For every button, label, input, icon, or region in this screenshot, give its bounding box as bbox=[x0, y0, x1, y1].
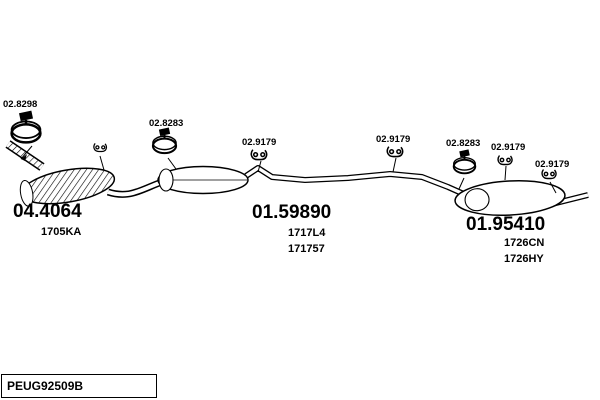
hanger-icon bbox=[93, 142, 108, 153]
hanger-icon bbox=[541, 168, 557, 180]
drawing-code-box: PEUG92509B bbox=[1, 374, 157, 398]
assembly-variant: 1705KA bbox=[41, 226, 82, 238]
clamp-icon bbox=[151, 126, 178, 155]
main-pipe bbox=[244, 165, 468, 198]
assembly-variant: 1717L4 bbox=[288, 227, 326, 239]
assembly-variant: 171757 bbox=[288, 243, 325, 255]
part-number-label: 02.9179 bbox=[535, 159, 570, 170]
hanger-icon bbox=[250, 148, 268, 161]
leader-arrowhead bbox=[21, 154, 27, 161]
drawing-code: PEUG92509B bbox=[7, 379, 84, 393]
flex-pipe bbox=[5, 140, 45, 171]
part-number-label: 02.9179 bbox=[491, 142, 526, 153]
assembly-number: 01.59890 bbox=[252, 202, 332, 223]
assembly-number: 01.95410 bbox=[466, 214, 546, 235]
middle-muffler bbox=[157, 165, 249, 195]
clamp-icon bbox=[10, 109, 42, 144]
leader-lines bbox=[20, 145, 557, 194]
part-number-label: 02.8283 bbox=[446, 138, 481, 149]
rear-muffler bbox=[454, 180, 566, 216]
part-number-label: 02.8283 bbox=[149, 118, 184, 129]
catalytic-converter bbox=[19, 167, 116, 207]
part-number-label: 02.9179 bbox=[376, 134, 411, 145]
clamp-icon bbox=[452, 148, 477, 175]
intermediate-pipe bbox=[106, 178, 164, 198]
part-number-label: 02.9179 bbox=[242, 137, 277, 148]
assembly-variant: 1726HY bbox=[504, 253, 544, 265]
assembly-variant: 1726CN bbox=[504, 237, 545, 249]
part-number-label: 02.8298 bbox=[3, 99, 38, 110]
assembly-number: 04.4064 bbox=[13, 201, 82, 222]
hanger-icon bbox=[386, 145, 404, 158]
hanger-icon bbox=[497, 154, 513, 166]
